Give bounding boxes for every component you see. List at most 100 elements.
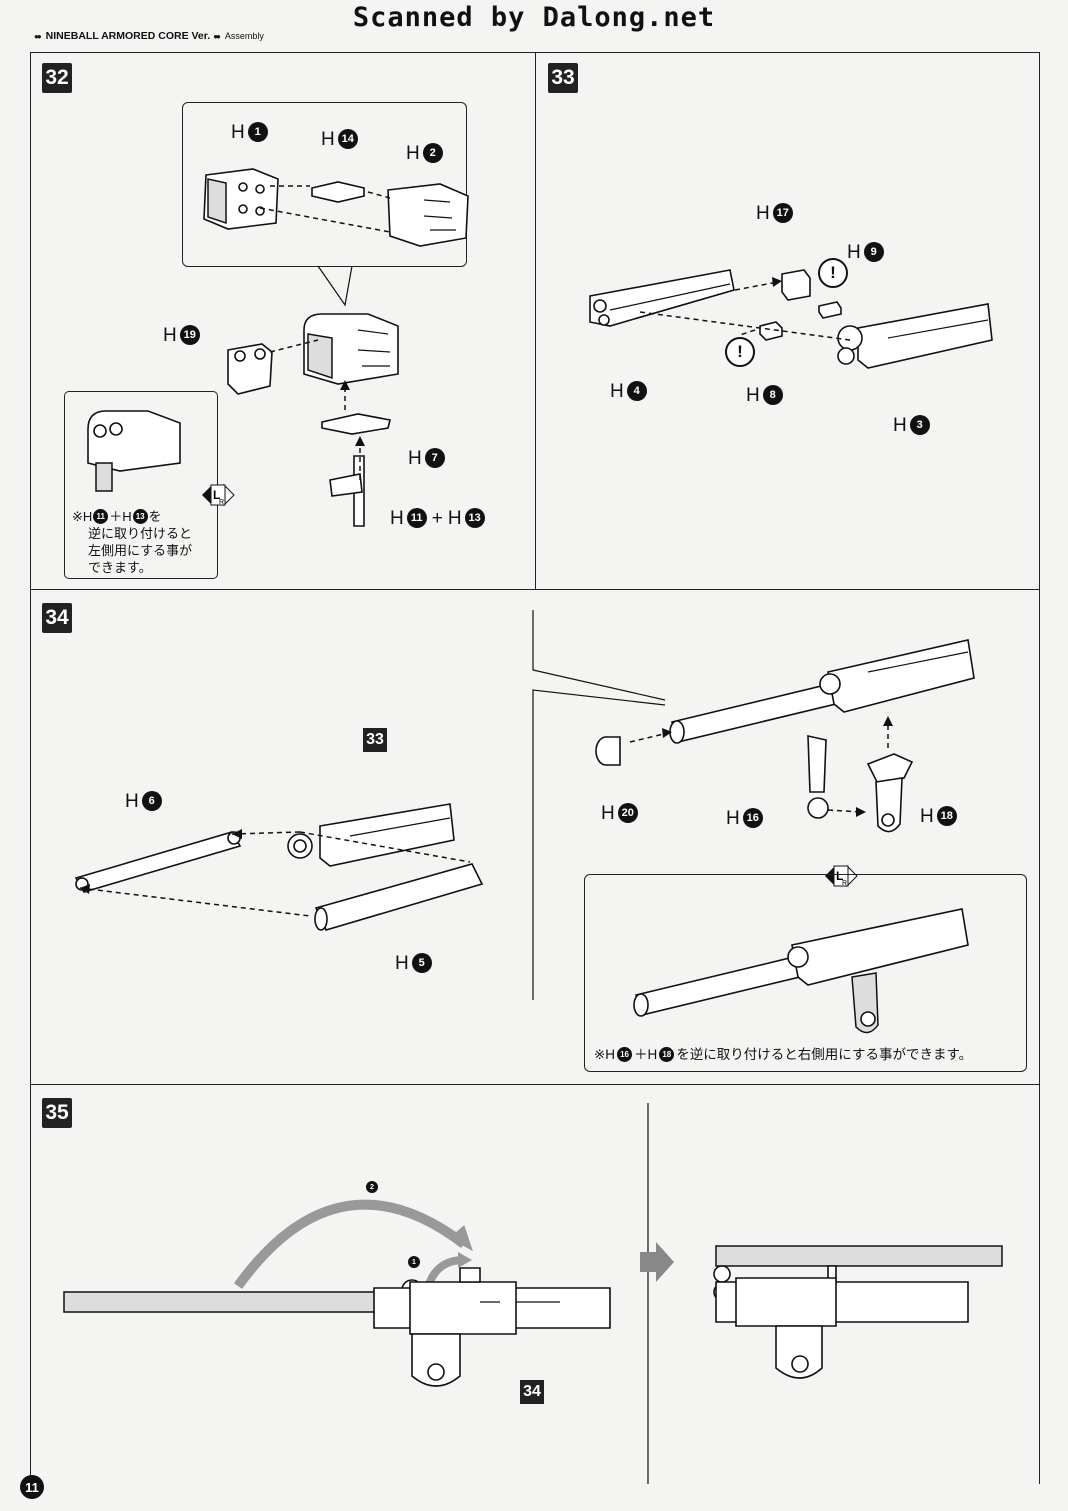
- watermark: Scanned by Dalong.net: [352, 2, 716, 33]
- step-35-ref-34: 34: [520, 1380, 544, 1404]
- note-text: を: [148, 509, 162, 524]
- step-34-number: 34: [42, 603, 72, 633]
- part-h3-drawing: [837, 303, 993, 369]
- part-letter: H: [447, 507, 462, 529]
- note-text: ※H: [594, 1047, 616, 1062]
- step-35-panel: [30, 1084, 1040, 1484]
- part-number-badge: 13: [132, 509, 148, 524]
- part-number-badge: 13: [464, 508, 485, 528]
- step-32-number: 32: [42, 63, 72, 93]
- lr-l: L: [213, 488, 220, 502]
- part-letter: H: [395, 952, 409, 974]
- part-letter: H: [163, 324, 177, 346]
- part-h17-drawing: [781, 269, 811, 301]
- lr-swap-icon: L R: [825, 864, 858, 888]
- step-35-number: 35: [42, 1098, 72, 1128]
- lr-swap-icon: L R: [202, 483, 235, 507]
- caution-mark: !: [737, 342, 743, 361]
- part-number-badge: 18: [936, 806, 957, 826]
- part-number-badge: 6: [141, 791, 162, 811]
- part-number-badge: 4: [626, 381, 647, 401]
- part-letter: H: [601, 802, 615, 824]
- part-h16-drawing: [807, 734, 829, 819]
- assembled-head-drawing: [303, 313, 399, 385]
- part-h4-drawing: [589, 269, 735, 327]
- step-34-ref-33: 33: [363, 728, 387, 752]
- part-h19-drawing: [227, 343, 273, 395]
- part-h8-drawing: [759, 321, 783, 341]
- rotate-arrow-2: [233, 1199, 473, 1289]
- step-32-detail-inset: [182, 102, 467, 267]
- part-h6-drawing: [74, 831, 242, 893]
- barrel-assembly-drawing: [669, 639, 975, 744]
- part-number-badge: 17: [772, 203, 793, 223]
- lr-r: R: [219, 499, 224, 506]
- part-number-badge: 9: [863, 242, 884, 262]
- part-number-badge: 19: [179, 325, 200, 345]
- part-letter: H: [847, 241, 861, 263]
- note-text: 逆に取り付けると: [88, 526, 193, 541]
- step-34-callout-lines: [532, 610, 666, 1000]
- bullet-icon: ●●: [213, 31, 221, 41]
- part-h1-drawing: [203, 168, 279, 230]
- note-text: できます。: [88, 560, 152, 575]
- page-number: 11: [20, 1475, 44, 1499]
- part-letter: H: [231, 121, 245, 143]
- note-text: ＋H: [634, 1047, 658, 1062]
- next-arrow-icon: [640, 1242, 674, 1282]
- part-letter: H: [893, 414, 907, 436]
- inset-guide-lines: [259, 185, 391, 233]
- part-letter: H: [390, 507, 404, 529]
- step-33-guide-lines: [639, 277, 851, 341]
- note-text: 左側用にする事が: [88, 543, 193, 558]
- part-number-badge: 16: [742, 808, 763, 828]
- plus-sign: +: [431, 507, 443, 529]
- right-variant-inset: [584, 874, 1027, 1072]
- part-h9-drawing: [818, 301, 842, 319]
- caution-icon: !: [818, 258, 848, 288]
- inset-pointer: [317, 265, 353, 307]
- part-letter: H: [920, 805, 934, 827]
- rotate-step-1-badge: 1: [408, 1256, 420, 1268]
- part-h14-drawing: [311, 181, 365, 203]
- part-h11-h13-drawing: [329, 455, 365, 527]
- part-number-badge: 20: [617, 803, 638, 823]
- step-33-number: 33: [548, 63, 578, 93]
- header-subtitle: Assembly: [224, 31, 264, 41]
- rotate-step-2-badge: 2: [366, 1181, 378, 1193]
- part-number-badge: 18: [659, 1047, 675, 1062]
- step-34-guide-lines: [79, 829, 471, 917]
- step-33-assembly-drawing: [287, 803, 455, 867]
- part-h18-drawing: [866, 753, 914, 833]
- lr-l: L: [836, 869, 843, 883]
- lr-r: R: [842, 880, 847, 887]
- right-variant-drawing: [633, 908, 969, 1034]
- part-letter: H: [321, 128, 335, 150]
- part-h7-drawing: [321, 413, 391, 435]
- part-letter: H: [125, 790, 139, 812]
- note-text: を逆に取り付けると右側用にする事ができます。: [676, 1047, 973, 1062]
- part-number-badge: 16: [617, 1047, 633, 1062]
- header-title: NINEBALL ARMORED CORE Ver.: [45, 30, 211, 42]
- part-number-badge: 2: [422, 143, 443, 163]
- left-variant-drawing: [87, 410, 181, 492]
- note-text: ＋H: [109, 509, 132, 524]
- step-35-after-drawing: [713, 1245, 1003, 1379]
- page-header: ●● NINEBALL ARMORED CORE Ver. ●● Assembl…: [34, 30, 264, 42]
- part-number-badge: 8: [762, 385, 783, 405]
- part-number-badge: 7: [424, 448, 445, 468]
- part-h5-drawing: [314, 863, 484, 931]
- part-letter: H: [756, 202, 770, 224]
- step-35-before-drawing: [63, 1267, 611, 1387]
